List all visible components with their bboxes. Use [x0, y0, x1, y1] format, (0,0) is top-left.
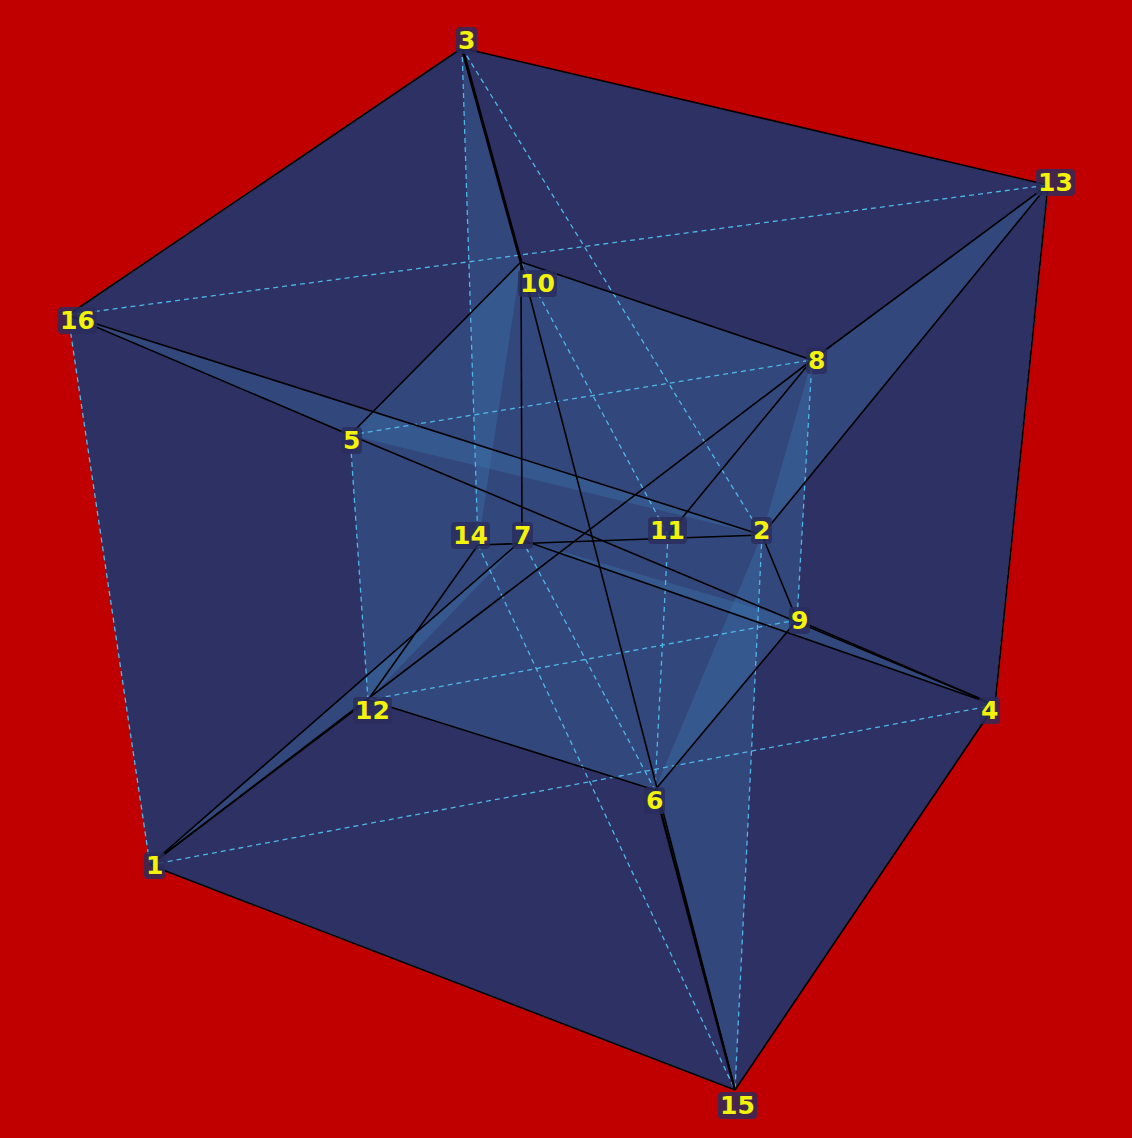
edge: [522, 540, 655, 790]
edge: [462, 48, 478, 545]
edge: [462, 48, 1048, 185]
vertex-number: 1: [144, 852, 165, 879]
edge: [478, 545, 735, 1090]
edge: [150, 360, 812, 865]
edge: [762, 185, 1048, 535]
edge: [655, 535, 668, 790]
outer-hull: [68, 48, 1048, 1090]
vertex-number: 14: [451, 522, 490, 549]
vertex-number: 9: [789, 607, 810, 634]
edge: [995, 185, 1048, 705]
edge: [521, 262, 668, 535]
edge: [521, 262, 522, 540]
edge: [368, 700, 655, 790]
vertex-number: 3: [456, 27, 477, 54]
edge: [68, 315, 150, 865]
hidden-edges: [68, 48, 1048, 1090]
edge: [735, 705, 995, 1090]
edge: [368, 545, 478, 700]
vertex-number: 12: [353, 697, 392, 724]
edge: [521, 262, 812, 360]
edge: [68, 185, 1048, 315]
edge: [797, 620, 995, 705]
edge: [462, 48, 762, 535]
edge: [521, 262, 735, 1090]
edge: [350, 360, 812, 435]
edge: [68, 48, 462, 315]
edge: [350, 435, 995, 705]
edge: [522, 540, 995, 705]
vertex-number: 5: [341, 427, 362, 454]
inner-faces: [68, 48, 1048, 1090]
edge: [150, 865, 735, 1090]
vertex-number: 11: [648, 517, 687, 544]
vertex-number: 4: [979, 697, 1000, 724]
vertex-number: 2: [751, 517, 772, 544]
face: [350, 262, 812, 790]
vertex-number: 10: [518, 270, 557, 297]
edge: [668, 360, 812, 535]
edge: [350, 262, 521, 435]
vertex-number: 15: [718, 1092, 757, 1119]
vertex-number: 16: [58, 307, 97, 334]
edge: [995, 185, 1048, 705]
visible-edges: [68, 48, 1048, 1090]
vertex-number: 7: [512, 522, 533, 549]
vertex-number: 6: [644, 787, 665, 814]
edge: [812, 185, 1048, 360]
edge: [150, 705, 995, 865]
edge: [350, 435, 368, 700]
edge: [68, 315, 762, 535]
edge: [68, 315, 350, 435]
edge: [368, 620, 797, 700]
vertex-number: 13: [1036, 169, 1075, 196]
edge: [462, 48, 521, 262]
edge: [655, 620, 797, 790]
edge: [150, 540, 522, 865]
vertex-number: 8: [806, 347, 827, 374]
